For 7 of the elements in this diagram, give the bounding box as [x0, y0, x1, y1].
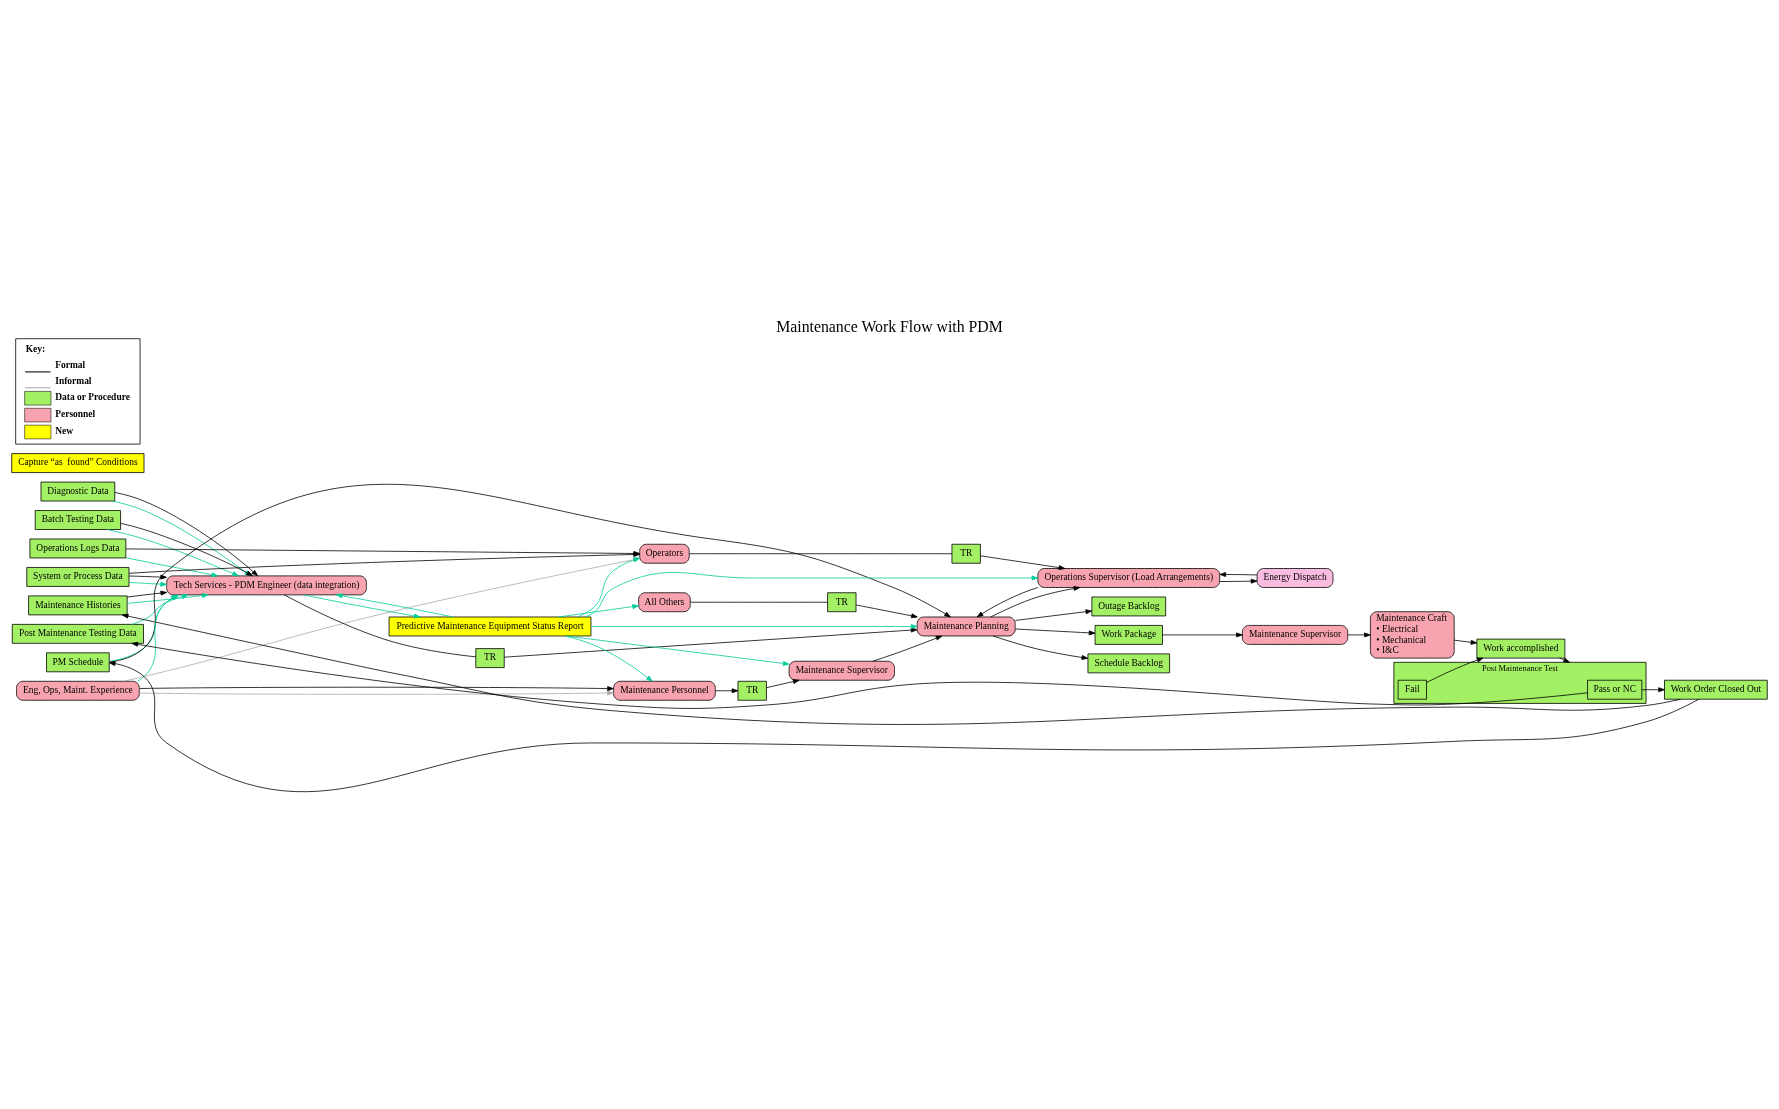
legend-label: Informal: [55, 375, 92, 386]
diagram-title: Maintenance Work Flow with PDM: [776, 317, 1003, 335]
legend-label: Personnel: [55, 408, 96, 419]
legend-label: New: [55, 425, 74, 436]
label: Key:: [25, 344, 46, 355]
legend-label: Data or Procedure: [55, 392, 130, 403]
legend-label: Formal: [55, 359, 86, 370]
